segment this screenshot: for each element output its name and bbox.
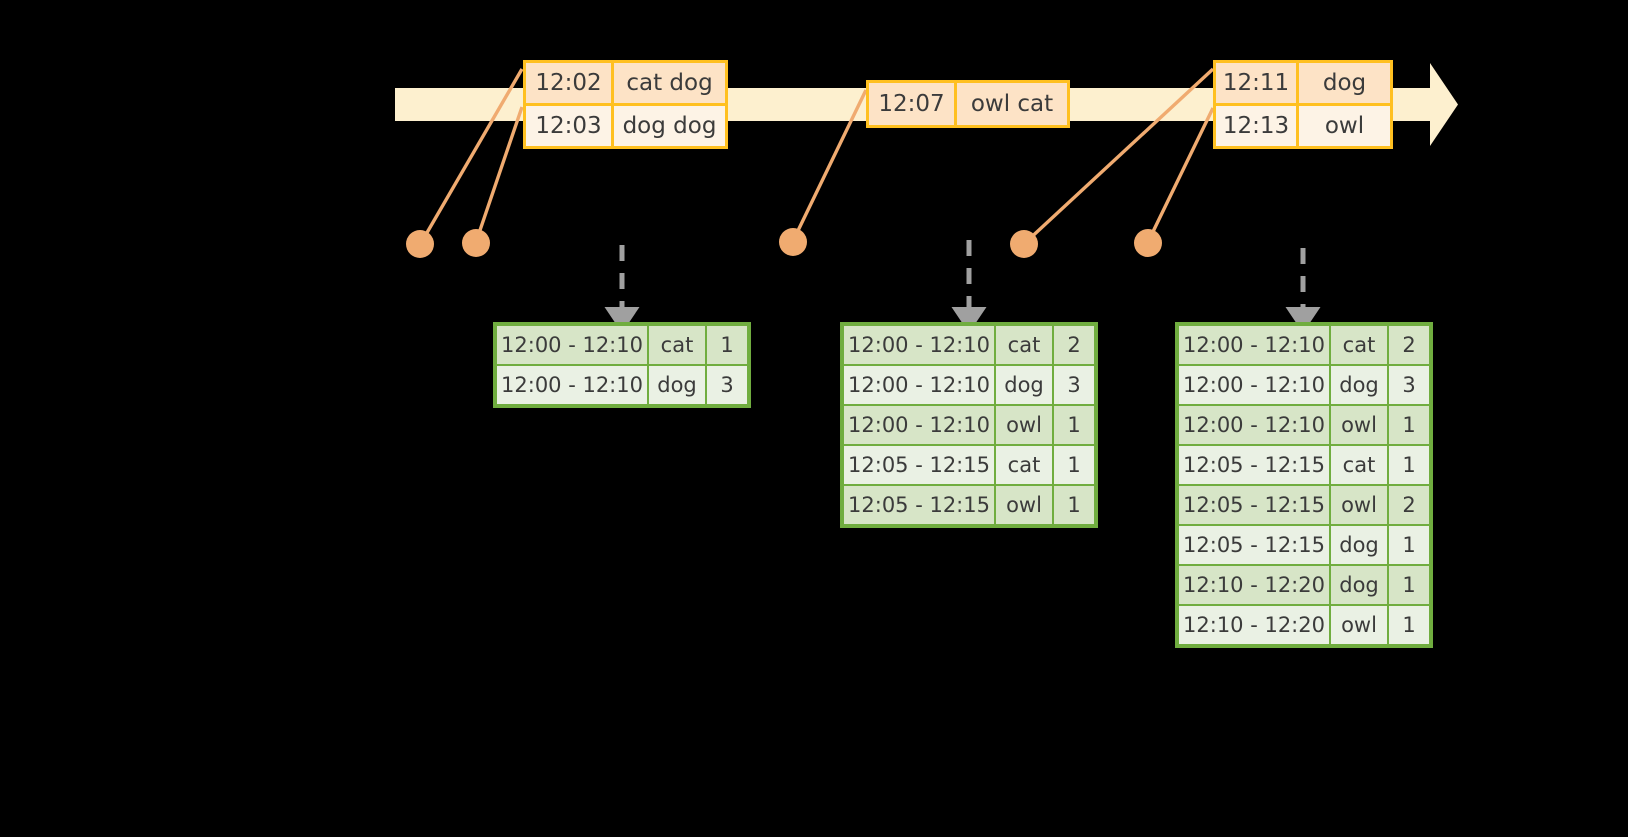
cell-word: cat [996, 326, 1052, 364]
cell-window: 12:00 - 12:10 [844, 366, 994, 404]
cell-count: 2 [1389, 326, 1429, 364]
cell-word: owl [996, 486, 1052, 524]
connector-line-1207 [791, 89, 868, 242]
table-row: 12:10 - 12:20 owl 1 [1179, 606, 1429, 644]
cell-word: owl [1331, 486, 1387, 524]
cell-window: 12:00 - 12:10 [497, 326, 647, 364]
cell-word: dog [649, 366, 705, 404]
event-words: dog dog [622, 113, 717, 139]
event-words: owl cat [970, 91, 1054, 117]
dot-1202 [406, 230, 434, 258]
event-box-2: 12:07 owl cat [866, 80, 1070, 128]
cell-window: 12:10 - 12:20 [1179, 566, 1329, 604]
event-dots [406, 228, 1162, 258]
event-box-3: 12:11 dog 12:13 owl [1213, 60, 1393, 149]
event-words: dog [1322, 70, 1367, 96]
cell-count: 3 [707, 366, 747, 404]
cell-window: 12:00 - 12:10 [1179, 406, 1329, 444]
cell-window: 12:00 - 12:10 [1179, 326, 1329, 364]
event-row: 12:07 owl cat [869, 83, 1067, 125]
cell-word: owl [1331, 606, 1387, 644]
table-row: 12:05 - 12:15 owl 1 [844, 486, 1094, 524]
cell-word: cat [1331, 326, 1387, 364]
cell-count: 2 [1054, 326, 1094, 364]
cell-count: 1 [1054, 406, 1094, 444]
dot-1203 [462, 229, 490, 257]
event-time: 12:07 [869, 83, 957, 125]
cell-window: 12:05 - 12:15 [844, 446, 994, 484]
cell-word: cat [1331, 446, 1387, 484]
cell-word: dog [1331, 526, 1387, 564]
cell-window: 12:00 - 12:10 [497, 366, 647, 404]
table-row: 12:00 - 12:10 cat 2 [844, 326, 1094, 364]
connector-line-1202 [419, 68, 524, 244]
table-row: 12:10 - 12:20 dog 1 [1179, 566, 1429, 604]
result-table-3: 12:00 - 12:10 cat 2 12:00 - 12:10 dog 3 … [1175, 322, 1433, 648]
table-row: 12:00 - 12:10 cat 2 [1179, 326, 1429, 364]
connector-line-1213 [1146, 107, 1215, 243]
event-row: 12:11 dog [1216, 63, 1390, 103]
event-time: 12:11 [1216, 63, 1299, 103]
cell-window: 12:00 - 12:10 [844, 406, 994, 444]
cell-count: 1 [1054, 446, 1094, 484]
cell-window: 12:05 - 12:15 [1179, 446, 1329, 484]
cell-window: 12:05 - 12:15 [1179, 526, 1329, 564]
result-table-1: 12:00 - 12:10 cat 1 12:00 - 12:10 dog 3 [493, 322, 751, 408]
cell-count: 2 [1389, 486, 1429, 524]
cell-window: 12:10 - 12:20 [1179, 606, 1329, 644]
table-row: 12:00 - 12:10 dog 3 [1179, 366, 1429, 404]
event-row: 12:02 cat dog [526, 63, 725, 103]
event-row: 12:13 owl [1216, 103, 1390, 146]
cell-word: dog [1331, 566, 1387, 604]
cell-word: owl [1331, 406, 1387, 444]
cell-window: 12:05 - 12:15 [1179, 486, 1329, 524]
table-row: 12:05 - 12:15 dog 1 [1179, 526, 1429, 564]
cell-count: 1 [1389, 566, 1429, 604]
cell-window: 12:00 - 12:10 [844, 326, 994, 364]
table-row: 12:00 - 12:10 owl 1 [844, 406, 1094, 444]
cell-word: dog [996, 366, 1052, 404]
table-row: 12:05 - 12:15 cat 1 [844, 446, 1094, 484]
event-row: 12:03 dog dog [526, 103, 725, 146]
dot-1213 [1134, 229, 1162, 257]
table-row: 12:00 - 12:10 dog 3 [497, 366, 747, 404]
table-row: 12:00 - 12:10 dog 3 [844, 366, 1094, 404]
table-row: 12:05 - 12:15 owl 2 [1179, 486, 1429, 524]
cell-count: 3 [1054, 366, 1094, 404]
event-time: 12:02 [526, 63, 614, 103]
cell-window: 12:00 - 12:10 [1179, 366, 1329, 404]
cell-count: 1 [1389, 446, 1429, 484]
dot-1211 [1010, 230, 1038, 258]
cell-window: 12:05 - 12:15 [844, 486, 994, 524]
event-box-1: 12:02 cat dog 12:03 dog dog [523, 60, 728, 149]
cell-count: 1 [1389, 606, 1429, 644]
cell-count: 1 [1389, 526, 1429, 564]
event-words: cat dog [626, 70, 713, 96]
table-row: 12:00 - 12:10 owl 1 [1179, 406, 1429, 444]
cell-count: 1 [1054, 486, 1094, 524]
event-words: owl [1324, 113, 1365, 139]
cell-count: 3 [1389, 366, 1429, 404]
cell-count: 1 [707, 326, 747, 364]
cell-word: dog [1331, 366, 1387, 404]
connector-line-1203 [474, 106, 524, 243]
cell-word: cat [996, 446, 1052, 484]
cell-word: cat [649, 326, 705, 364]
cell-count: 1 [1389, 406, 1429, 444]
dot-1207 [779, 228, 807, 256]
result-table-2: 12:00 - 12:10 cat 2 12:00 - 12:10 dog 3 … [840, 322, 1098, 528]
event-time: 12:13 [1216, 106, 1299, 146]
cell-word: owl [996, 406, 1052, 444]
table-row: 12:05 - 12:15 cat 1 [1179, 446, 1429, 484]
event-time: 12:03 [526, 106, 614, 146]
emit-arrows [604, 240, 1321, 333]
table-row: 12:00 - 12:10 cat 1 [497, 326, 747, 364]
